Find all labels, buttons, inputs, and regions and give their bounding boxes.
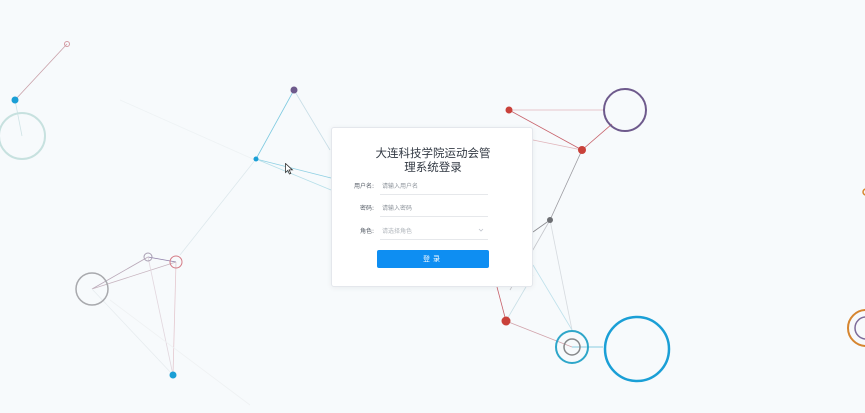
network-node — [169, 371, 177, 379]
chevron-down-icon — [478, 228, 484, 232]
page-title-line-2: 理系统登录 — [404, 160, 462, 174]
network-node — [578, 146, 586, 154]
network-line — [147, 256, 177, 263]
decorative-ring — [64, 41, 70, 47]
network-line — [179, 158, 257, 256]
network-line — [532, 139, 583, 151]
cursor-icon — [285, 163, 294, 175]
password-row: 密码: — [332, 200, 534, 218]
password-label: 密码: — [359, 205, 374, 212]
network-line — [581, 123, 613, 151]
page-title-line-1: 大连科技学院运动会管 — [375, 146, 491, 160]
network-line — [119, 99, 256, 161]
decorative-ring — [854, 316, 865, 340]
network-line — [14, 99, 23, 137]
decorative-ring — [847, 309, 865, 347]
login-card: 大连科技学院运动会管 理系统登录 用户名: 密码: 角色: 请选择角色 登录 — [331, 127, 533, 287]
role-label: 角色: — [359, 228, 374, 235]
role-select[interactable]: 请选择角色 — [380, 223, 488, 240]
network-line — [549, 149, 583, 221]
decorative-ring — [75, 272, 109, 306]
network-line — [91, 256, 149, 290]
network-line — [255, 89, 295, 160]
network-line — [255, 158, 332, 179]
login-button[interactable]: 登录 — [377, 250, 489, 268]
decorative-ring — [0, 112, 46, 160]
network-line — [532, 219, 551, 233]
network-line — [532, 264, 573, 331]
decorative-ring — [603, 315, 671, 383]
network-line — [172, 261, 177, 376]
decorative-ring — [603, 88, 647, 132]
network-line — [505, 320, 573, 348]
network-line — [255, 158, 332, 191]
decorative-ring — [169, 255, 183, 269]
role-row: 角色: 请选择角色 — [332, 223, 534, 241]
network-node — [290, 86, 298, 94]
network-line — [293, 89, 331, 151]
network-node — [505, 106, 513, 114]
network-line — [549, 219, 573, 331]
network-line — [91, 261, 177, 290]
network-line — [109, 299, 251, 406]
decorative-ring — [563, 338, 581, 356]
password-input[interactable] — [380, 200, 488, 217]
decorative-ring — [862, 188, 865, 196]
role-select-placeholder: 请选择角色 — [382, 228, 413, 235]
network-line — [496, 286, 507, 322]
username-label: 用户名: — [353, 183, 374, 190]
network-line — [14, 43, 68, 101]
network-node — [11, 96, 19, 104]
network-line — [147, 256, 174, 376]
network-node — [253, 156, 259, 162]
decorative-ring — [143, 252, 153, 262]
network-line — [508, 109, 583, 151]
network-node — [501, 316, 511, 326]
username-input[interactable] — [380, 178, 488, 195]
network-node — [547, 217, 553, 223]
page-title: 大连科技学院运动会管 理系统登录 — [332, 146, 534, 174]
network-line — [91, 288, 174, 376]
username-row: 用户名: — [332, 178, 534, 196]
decorative-ring — [555, 330, 589, 364]
